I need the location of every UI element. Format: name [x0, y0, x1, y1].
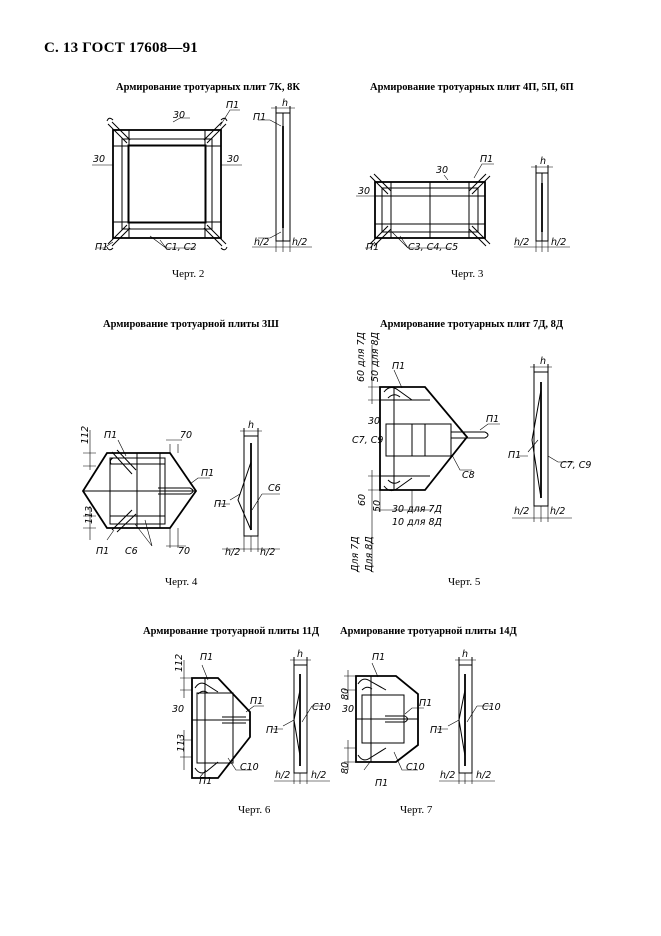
label-h2b: h/2 [260, 547, 275, 558]
label-dim-top: 30 [436, 165, 448, 176]
label-c6s: С6 [268, 483, 281, 494]
label-dim-left: 30 [93, 154, 105, 165]
label-d112: 112 [80, 426, 91, 444]
label-dim-top: 30 [173, 110, 185, 121]
label-b1: 30 для 7Д [392, 504, 442, 515]
label-c79: С7, С9 [352, 435, 383, 446]
label-b2: 10 для 8Д [392, 517, 442, 528]
label-p1b: П1 [250, 696, 263, 707]
label-p1a: П1 [392, 361, 405, 372]
label-v3: Для 7Д [350, 536, 361, 573]
label-d50: 50 [372, 500, 383, 512]
label-c79s: С7, С9 [560, 460, 591, 471]
label-p1c: П1 [253, 112, 266, 123]
label-p1b: П1 [419, 698, 432, 709]
label-p1a: П1 [200, 652, 213, 663]
label-p1c: П1 [96, 546, 109, 557]
drawing-4: 112 П1 70 П1 113 П1 С6 70 h П1 С6 h/2 h/… [80, 420, 281, 558]
label-h2a: h/2 [275, 770, 290, 781]
label-p1a: П1 [226, 100, 239, 111]
label-p1s: П1 [508, 450, 521, 461]
label-c6a: С6 [125, 546, 138, 557]
label-c8: С8 [462, 470, 475, 481]
label-c10s: С10 [482, 702, 501, 713]
label-d112: 112 [174, 654, 185, 672]
label-c: С1, С2 [165, 242, 196, 253]
label-v1: 60 для 7Д [356, 332, 367, 382]
label-d70b: 70 [178, 546, 190, 557]
label-d30: 30 [342, 704, 354, 715]
figure-caption-5: Черт. 5 [448, 576, 481, 588]
label-p1c: П1 [199, 776, 212, 787]
label-d80b: 80 [340, 762, 351, 774]
drawing-7: П1 80 30 П1 80 П1 С10 h П1 С10 h/2 h/2 [340, 649, 501, 789]
figure-caption-4: Черт. 4 [165, 576, 198, 588]
label-h2b: h/2 [311, 770, 326, 781]
label-d113: 113 [176, 734, 187, 752]
drawing-2: П1 30 30 30 П1 С1, С2 h П1 h/2 h/2 [92, 98, 312, 253]
figure-title-4: Армирование тротуарной плиты 3Ш [103, 319, 279, 330]
label-p1a: П1 [372, 652, 385, 663]
label-v2: 50 для 8Д [370, 332, 381, 382]
label-h: h [540, 356, 546, 367]
drawing-3: П1 30 30 П1 С3, С4, С5 h h/2 h/2 [356, 154, 570, 253]
label-h2b: h/2 [476, 770, 491, 781]
page-header: С. 13 ГОСТ 17608—91 [44, 40, 198, 56]
figure-caption-3: Черт. 3 [451, 268, 484, 280]
label-c10: С10 [406, 762, 425, 773]
figure-caption-6: Черт. 6 [238, 804, 271, 816]
label-h2a: h/2 [254, 237, 269, 248]
label-v4: Для 8Д [364, 536, 375, 573]
label-h2b: h/2 [551, 237, 566, 248]
label-h2b: h/2 [292, 237, 307, 248]
label-c10s: С10 [312, 702, 331, 713]
label-h2a: h/2 [514, 506, 529, 517]
figure-title-2: Армирование тротуарных плит 7К, 8К [116, 82, 300, 93]
label-c: С3, С4, С5 [408, 242, 458, 253]
label-p1b: П1 [486, 414, 499, 425]
label-p1b: П1 [366, 242, 379, 253]
label-p1a: П1 [104, 430, 117, 441]
figure-title-7: Армирование тротуарной плиты 14Д [340, 626, 517, 637]
label-d60: 60 [357, 494, 368, 506]
figure-title-3: Армирование тротуарных плит 4П, 5П, 6П [370, 82, 574, 93]
label-h: h [462, 649, 468, 660]
label-h2a: h/2 [440, 770, 455, 781]
label-p1b: П1 [95, 242, 108, 253]
figure-caption-7: Черт. 7 [400, 804, 433, 816]
label-p1s: П1 [214, 499, 227, 510]
label-p1b: П1 [201, 468, 214, 479]
figure-caption-2: Черт. 2 [172, 268, 205, 280]
drawing-5: 60 для 7Д 50 для 8Д П1 30 П1 С7, С9 С8 6… [350, 332, 591, 573]
label-d30: 30 [172, 704, 184, 715]
label-h2a: h/2 [514, 237, 529, 248]
label-d30: 30 [368, 416, 380, 427]
figure-title-6: Армирование тротуарной плиты 11Д [143, 626, 320, 637]
label-p1a: П1 [480, 154, 493, 165]
drawing-6: 112 П1 30 П1 113 П1 С10 h П1 С10 h/2 h/2 [172, 649, 331, 787]
label-d70a: 70 [180, 430, 192, 441]
label-d113: 113 [84, 506, 95, 524]
label-h: h [248, 420, 254, 431]
figure-title-5: Армирование тротуарных плит 7Д, 8Д [380, 319, 564, 330]
label-c10: С10 [240, 762, 259, 773]
label-dim: 30 [358, 186, 370, 197]
label-p1c: П1 [375, 778, 388, 789]
label-p1s: П1 [430, 725, 443, 736]
label-p1s: П1 [266, 725, 279, 736]
label-dim-right: 30 [227, 154, 239, 165]
label-h: h [297, 649, 303, 660]
label-d80a: 80 [340, 688, 351, 700]
label-h: h [540, 156, 546, 167]
label-h2b: h/2 [550, 506, 565, 517]
label-h: h [282, 98, 288, 109]
label-h2a: h/2 [225, 547, 240, 558]
